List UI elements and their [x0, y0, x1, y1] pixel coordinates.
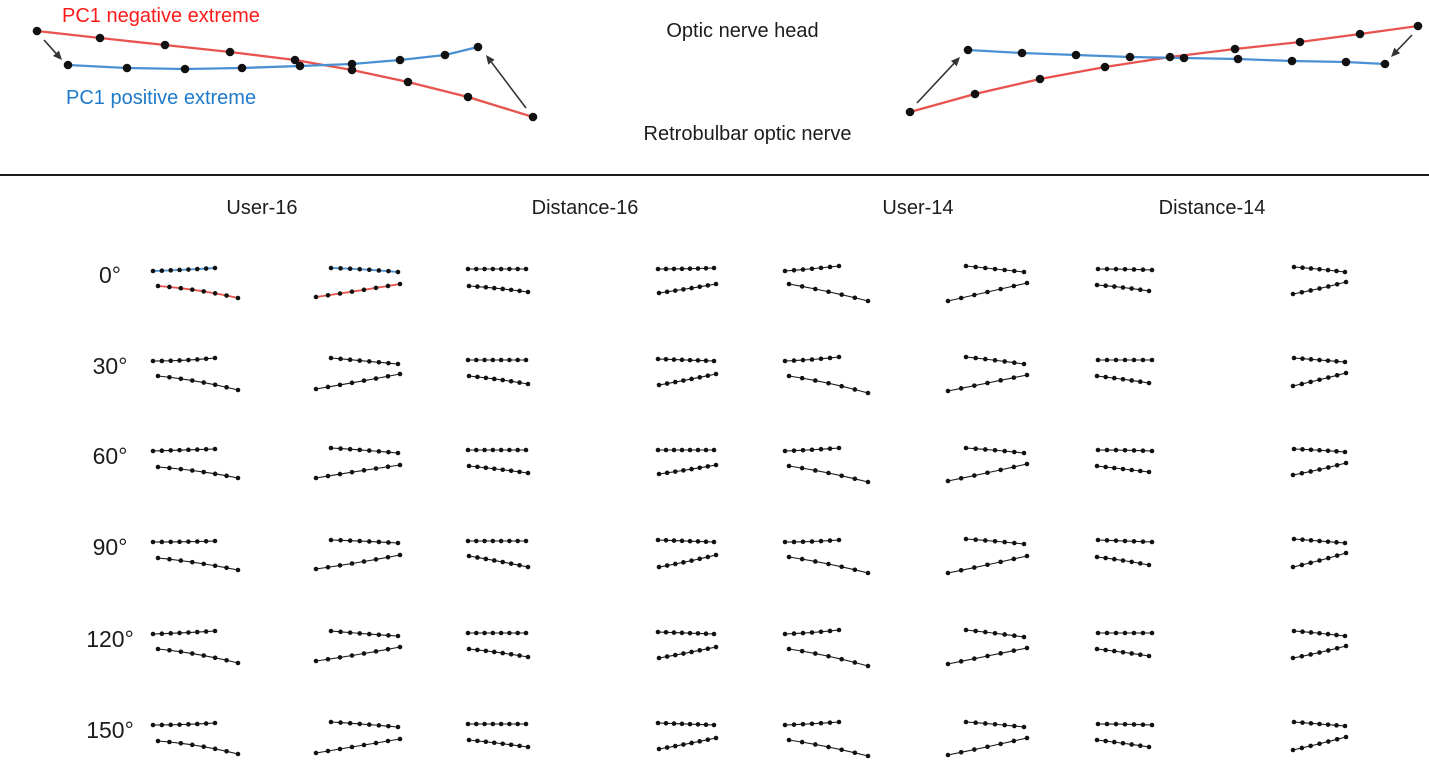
- shape-panel-0deg-dist16-left: [465, 266, 531, 295]
- shape-panel-90deg-user14-right: [945, 536, 1030, 576]
- row-label-30deg: 30°: [92, 353, 128, 379]
- shape-panel-60deg-dist14-left: [1094, 447, 1155, 475]
- shape-panel-0deg-user14-right: [945, 263, 1030, 304]
- row-label-150deg: 150°: [86, 717, 134, 743]
- shape-panel-120deg-user14-left: [782, 627, 871, 669]
- divider-line: [0, 174, 1429, 176]
- shape-panel-150deg-user16-left: [150, 720, 241, 757]
- row-label-60deg: 60°: [92, 443, 128, 469]
- column-header-user-16: User-16: [226, 197, 298, 219]
- row-label-120deg: 120°: [86, 626, 134, 652]
- shape-panel-0deg-user16-left: [150, 265, 241, 301]
- shape-panel-90deg-dist16-right: [655, 537, 719, 570]
- shape-panel-90deg-dist14-right: [1290, 536, 1349, 570]
- row-label-0deg: 0°: [99, 262, 121, 288]
- shape-panel-30deg-user14-right: [945, 354, 1030, 394]
- shape-panel-120deg-user16-left: [150, 628, 241, 666]
- shape-panel-30deg-user16-left: [150, 355, 241, 393]
- shape-panel-150deg-user16-right: [313, 719, 403, 756]
- shape-panel-120deg-dist16-right: [655, 629, 719, 661]
- shape-panel-90deg-user14-left: [782, 537, 871, 576]
- shape-panel-30deg-dist16-right: [655, 356, 719, 388]
- shape-panel-0deg-dist14-right: [1290, 264, 1349, 297]
- shape-panel-0deg-dist16-right: [655, 265, 719, 296]
- shape-panel-90deg-dist16-left: [465, 538, 531, 570]
- column-header-user-14: User-14: [882, 197, 954, 219]
- shape-panel-120deg-user14-right: [945, 627, 1030, 667]
- shape-panel-120deg-dist16-left: [465, 630, 531, 660]
- shape-panel-60deg-user16-left: [150, 446, 241, 481]
- shape-panel-0deg-user14-left: [782, 263, 871, 304]
- shape-panel-150deg-user14-left: [782, 719, 871, 759]
- shape-panel-30deg-dist14-left: [1094, 357, 1155, 386]
- shape-panel-30deg-user16-right: [313, 355, 403, 392]
- shape-panel-60deg-user14-right: [945, 445, 1030, 484]
- shape-panel-150deg-dist16-left: [465, 721, 531, 750]
- row-label-90deg: 90°: [92, 534, 128, 560]
- shape-panel-30deg-dist14-right: [1290, 355, 1349, 389]
- retrobulbar-optic-nerve-label: Retrobulbar optic nerve: [643, 123, 852, 145]
- shape-panel-90deg-dist14-left: [1094, 537, 1155, 568]
- shape-panel-60deg-dist14-right: [1290, 446, 1349, 478]
- shape-panel-120deg-user16-right: [313, 628, 403, 664]
- shape-panel-120deg-dist14-left: [1094, 630, 1155, 659]
- shape-panel-120deg-dist14-right: [1290, 628, 1349, 661]
- optic-nerve-head-label: Optic nerve head: [666, 20, 819, 42]
- shape-panel-90deg-user16-left: [150, 538, 241, 573]
- shape-panel-150deg-dist14-left: [1094, 721, 1155, 750]
- shape-panel-30deg-user14-left: [782, 354, 871, 396]
- pc1-extremes-diagrams: [32, 21, 1423, 122]
- shape-panel-150deg-dist14-right: [1290, 719, 1349, 753]
- shape-panel-60deg-dist16-right: [655, 447, 719, 477]
- pc1-positive-extreme-label: PC1 positive extreme: [66, 87, 257, 109]
- shape-panel-150deg-dist16-right: [655, 720, 719, 752]
- shape-panel-0deg-user16-right: [313, 265, 403, 300]
- shape-panel-0deg-dist14-left: [1094, 266, 1155, 294]
- shape-panel-60deg-user16-right: [313, 445, 403, 481]
- pc1-negative-extreme-label: PC1 negative extreme: [62, 5, 260, 27]
- shape-panel-60deg-user14-left: [782, 445, 871, 485]
- shape-panel-60deg-dist16-left: [465, 447, 531, 476]
- shape-panel-90deg-user16-right: [313, 537, 403, 572]
- column-header-distance-14: Distance-14: [1158, 197, 1266, 219]
- shape-panel-150deg-user14-right: [945, 719, 1030, 758]
- column-header-distance-16: Distance-16: [531, 197, 639, 219]
- shape-panel-30deg-dist16-left: [465, 357, 531, 387]
